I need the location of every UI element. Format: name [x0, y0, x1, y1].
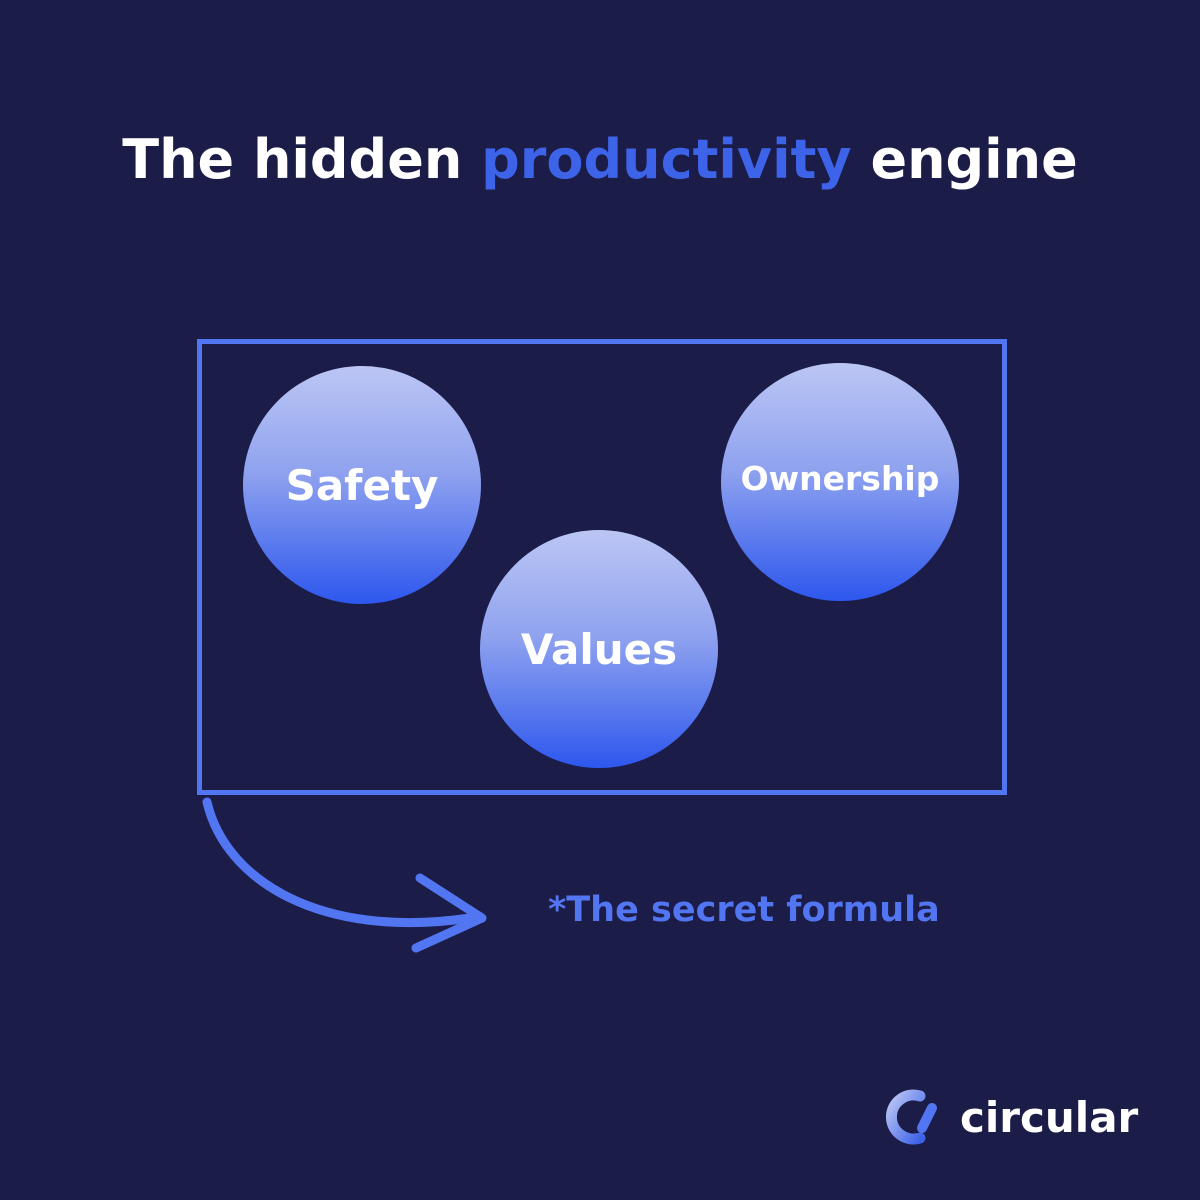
- title-part-2: engine: [851, 128, 1078, 191]
- safety-circle: Safety: [243, 366, 481, 604]
- safety-label: Safety: [285, 460, 439, 510]
- circular-logo-icon: [885, 1089, 937, 1145]
- brand-name: circular: [960, 1092, 1139, 1142]
- values-circle: Values: [480, 530, 718, 768]
- secret-formula-note: *The secret formula: [548, 890, 940, 930]
- title-accent: productivity: [481, 128, 852, 191]
- brand-logo: circular: [882, 1086, 1138, 1148]
- curved-arrow-icon: [202, 797, 487, 953]
- ownership-label: Ownership: [740, 459, 940, 498]
- formula-frame: [197, 339, 1007, 795]
- title-part-1: The hidden: [122, 128, 482, 191]
- ownership-circle: Ownership: [721, 363, 959, 601]
- page-title: The hidden productivity engine: [0, 128, 1200, 191]
- values-label: Values: [520, 624, 678, 674]
